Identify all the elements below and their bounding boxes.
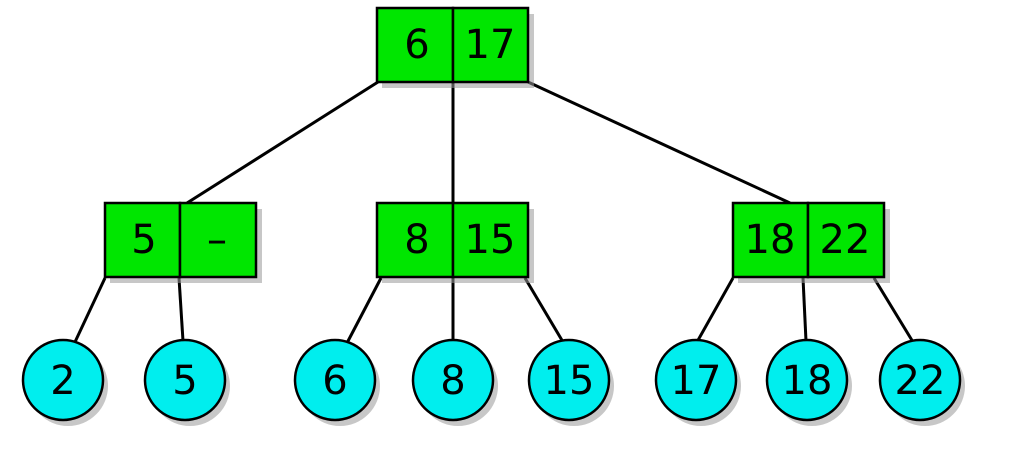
edge-internal-3-leaf-8 bbox=[872, 277, 915, 343]
leaf-node-5-circle bbox=[527, 338, 611, 422]
root-key-2: 17 bbox=[465, 22, 516, 68]
leaf-node-8-circle bbox=[878, 338, 962, 422]
internal-node-2: 8 15 bbox=[375, 201, 534, 283]
leaf-node-2-value: 5 bbox=[172, 358, 197, 404]
leaf-node-4: 8 bbox=[411, 338, 498, 426]
leaf-node-3-value: 6 bbox=[322, 358, 347, 404]
internal-node-1-cell-2 bbox=[178, 201, 258, 279]
internal-node-1: 5 – bbox=[103, 201, 262, 283]
leaf-node-6: 17 bbox=[654, 338, 741, 426]
leaf-node-4-value: 8 bbox=[440, 358, 465, 404]
leaf-node-7-value: 18 bbox=[782, 358, 833, 404]
leaf-node-6-circle bbox=[654, 338, 738, 422]
tree-edges bbox=[73, 80, 915, 344]
internal-node-3-key-2: 22 bbox=[820, 217, 871, 263]
leaf-node-3: 6 bbox=[293, 338, 380, 426]
leaf-node-8: 22 bbox=[878, 338, 965, 426]
root-key-1: 6 bbox=[404, 22, 429, 68]
leaf-node-6-value: 17 bbox=[671, 358, 722, 404]
edge-internal-2-leaf-5 bbox=[523, 277, 565, 343]
leaf-node-7: 18 bbox=[765, 338, 852, 426]
internal-node-3-cell-1 bbox=[731, 201, 810, 279]
internal-node-2-cell-2 bbox=[451, 201, 530, 279]
internal-node-2-key-2: 15 bbox=[465, 217, 516, 263]
leaf-nodes: 2 5 6 8 15 17 18 bbox=[21, 338, 965, 426]
leaf-node-5: 15 bbox=[527, 338, 614, 426]
leaf-node-8-value: 22 bbox=[895, 358, 946, 404]
edge-internal-1-leaf-1 bbox=[73, 277, 107, 343]
internal-node-2-key-1: 8 bbox=[404, 217, 429, 263]
leaf-node-5-value: 15 bbox=[544, 358, 595, 404]
edge-internal-3-leaf-6 bbox=[695, 277, 735, 343]
internal-node-3-key-1: 18 bbox=[745, 217, 796, 263]
internal-node-3: 18 22 bbox=[731, 201, 890, 283]
leaf-node-2-circle bbox=[143, 338, 227, 422]
leaf-node-1: 2 bbox=[21, 338, 108, 426]
leaf-node-3-circle bbox=[293, 338, 377, 422]
edge-internal-2-leaf-3 bbox=[345, 277, 383, 344]
leaf-node-1-circle bbox=[21, 338, 105, 422]
internal-node-1-key-1: 5 bbox=[131, 217, 156, 263]
edge-root-internal-1 bbox=[186, 80, 379, 205]
edge-internal-3-leaf-7 bbox=[801, 277, 808, 342]
edge-root-internal-3 bbox=[527, 80, 791, 205]
root-node: 6 17 bbox=[375, 6, 534, 88]
leaf-node-7-circle bbox=[765, 338, 849, 422]
internal-node-3-cell-2 bbox=[806, 201, 886, 279]
edge-internal-1-leaf-2 bbox=[177, 277, 185, 342]
leaf-node-4-circle bbox=[411, 338, 495, 422]
leaf-node-2: 5 bbox=[143, 338, 230, 426]
internal-node-1-key-2: – bbox=[207, 217, 227, 263]
root-key-cell-2 bbox=[451, 6, 530, 84]
leaf-node-1-value: 2 bbox=[50, 358, 75, 404]
internal-node-1-cell-1 bbox=[103, 201, 182, 279]
